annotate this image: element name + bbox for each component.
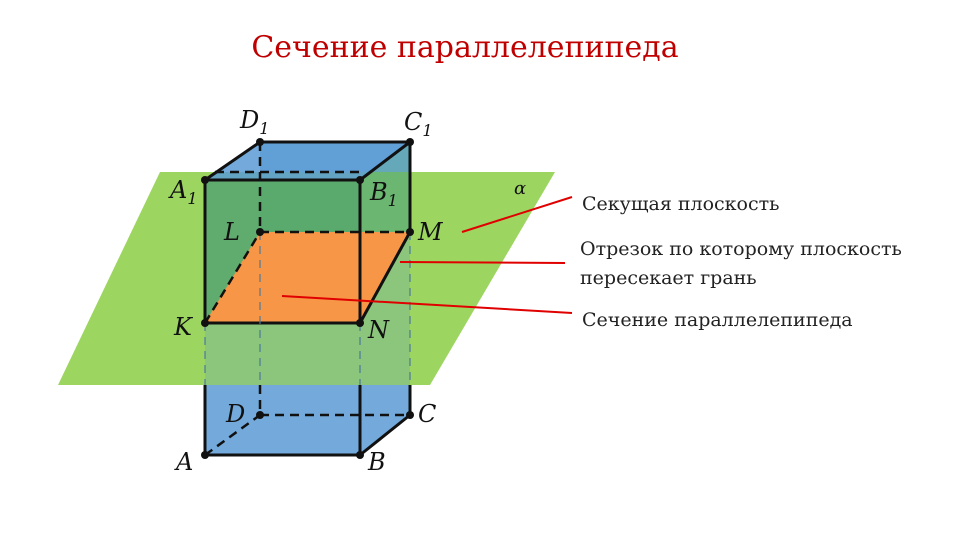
box-through-plane-front	[205, 323, 360, 385]
label-d: D	[225, 400, 245, 428]
label-c: C	[418, 400, 436, 428]
faint-edges	[204, 232, 411, 385]
box-lower-side-face	[360, 385, 410, 455]
label-m: M	[417, 218, 444, 246]
callout-section-text: Сечение параллелепипеда	[582, 309, 853, 331]
label-a: A	[174, 448, 193, 476]
callout-lines	[281, 196, 573, 314]
label-a1: A1	[168, 176, 198, 208]
box-through-plane-side	[360, 232, 410, 385]
box-top-face	[205, 142, 410, 180]
callout-segment-text-1: Отрезок по которому плоскость	[580, 238, 902, 260]
vertex-dots	[201, 138, 414, 459]
callout-line-segment	[399, 261, 566, 264]
box-lower-front-face	[205, 385, 360, 455]
label-l: L	[223, 218, 240, 246]
label-b1: B1	[369, 178, 398, 210]
label-c1: C1	[404, 108, 433, 140]
label-n: N	[367, 316, 390, 344]
label-k: K	[173, 313, 194, 341]
label-b: B	[367, 448, 386, 476]
callout-line-plane	[461, 196, 573, 233]
label-d1: D1	[239, 106, 269, 138]
page-title: Сечение параллелепипеда	[251, 30, 679, 65]
callout-line-section	[281, 295, 573, 314]
edge-n-m	[358, 231, 412, 324]
edge-a-d	[204, 413, 261, 457]
dashed-edges	[203, 142, 410, 457]
callout-segment-text-2: пересекает грань	[580, 267, 757, 289]
label-alpha: α	[514, 178, 526, 199]
callout-plane-text: Секущая плоскость	[582, 193, 779, 215]
edge-k-l	[203, 231, 262, 324]
edge-b-c	[359, 413, 411, 457]
